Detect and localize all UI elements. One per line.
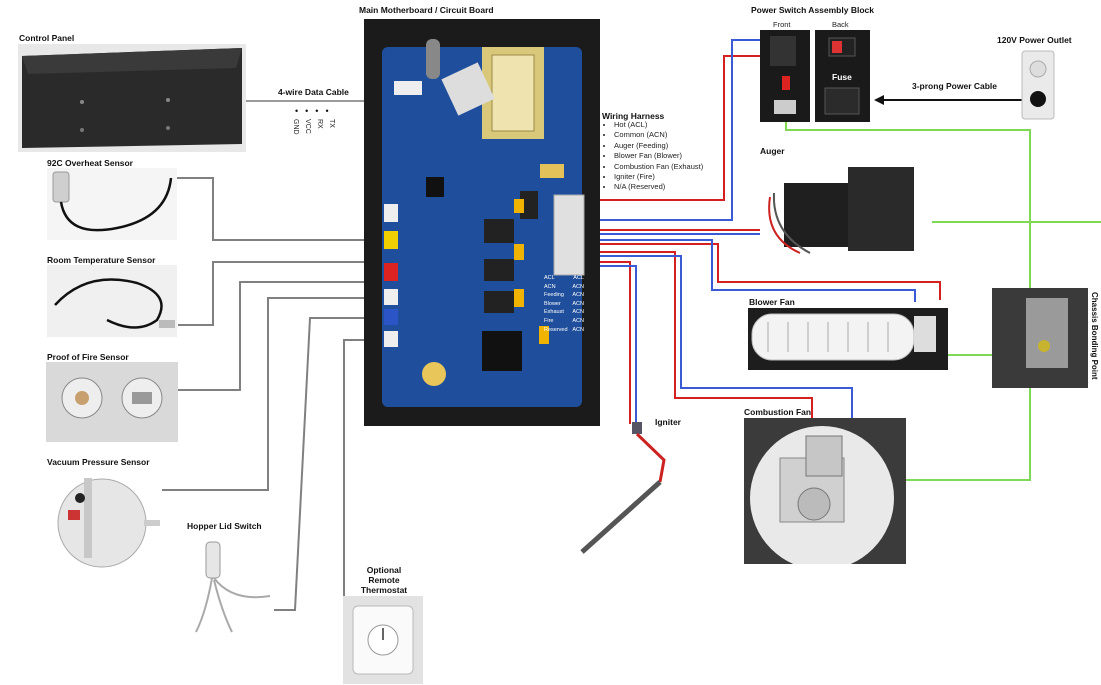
proof-fire-sensor-wire [150,281,382,391]
combustion-label: Combustion Fan [744,407,812,417]
terminal-row: ACL ACL [544,275,584,281]
outlet-label: 120V Power Outlet [997,35,1072,45]
room-temp-sensor-label: Room Temperature Sensor [47,255,156,265]
harness-title: Wiring Harness [602,111,665,121]
fuse-label: Fuse [832,72,852,82]
chassis-label: Chassis Bonding Point [1090,292,1099,380]
terminal-row: ACN ACN [544,283,584,290]
thermostat-photo [343,596,423,684]
outlet-photo [1020,49,1056,121]
thermostat-label-text: Optional Remote Thermostat [360,565,408,595]
blower-photo [748,308,948,370]
overheat-sensor-label: 92C Overheat Sensor [47,158,133,168]
harness-item: N/A (Reserved) [614,182,703,192]
main-board-photo [364,19,600,426]
back-label: Back [832,20,849,29]
harness-item: Auger (Feeding) [614,141,703,151]
terminal-row: Blower ACN [544,300,584,307]
power-switch-label: Power Switch Assembly Block [751,5,874,15]
control-panel-label: Control Panel [19,33,75,43]
proof-fire-sensor-photo [46,362,178,442]
terminal-row: Exhaust ACN [544,309,584,316]
harness-item: Combustion Fan (Exhaust) [614,162,703,172]
pin-gnd: GND [292,119,299,135]
harness-item: Blower Fan (Blower) [614,151,703,161]
hopper-switch-photo [192,532,274,634]
harness-list: Hot (ACL) Common (ACN) Auger (Feeding) B… [602,120,703,193]
overheat-sensor-wire [170,177,382,241]
power-switch-back-photo [815,30,870,122]
harness-item: Hot (ACL) [614,120,703,130]
pin-vcc: VCC [304,119,311,134]
harness-item: Igniter (Fire) [614,172,703,182]
terminal-row: Fire ACN [544,317,584,324]
igniter-label: Igniter [655,417,681,427]
room-temp-sensor-photo [47,265,177,337]
vacuum-sensor-label: Vacuum Pressure Sensor [47,457,150,467]
room-temp-sensor-wire [178,261,382,326]
power-cable-label: 3-prong Power Cable [912,81,998,91]
data-cable-label: 4-wire Data Cable [278,87,349,97]
combustion-photo [744,418,906,564]
power-switch-front-photo [760,30,810,122]
hopper-switch-label: Hopper Lid Switch [187,521,262,531]
control-panel-photo [18,44,246,152]
overheat-sensor-photo [47,168,177,240]
pin-rx: RX [316,119,323,129]
blower-label: Blower Fan [749,297,795,307]
pin-tx: TX [328,119,335,128]
chassis-photo [992,288,1088,388]
board-terminal-table: ACL ACL ACN ACN Feeding ACN Blower ACN E… [544,274,584,334]
auger-label: Auger [760,146,785,156]
vacuum-sensor-photo [52,468,162,578]
terminal-row: Reserved ACN [544,326,584,333]
proof-fire-sensor-label: Proof of Fire Sensor [47,352,129,362]
igniter-photo [580,422,666,554]
front-label: Front [773,20,791,29]
power-cable-arrowhead [874,95,884,105]
auger-photo [760,157,932,269]
thermostat-label: Optional Remote Thermostat [354,565,414,595]
harness-item: Common (ACN) [614,130,703,140]
terminal-row: Feeding ACN [544,292,584,299]
data-pin-dots: •••• [295,106,336,116]
main-board-label: Main Motherboard / Circuit Board [359,5,494,15]
